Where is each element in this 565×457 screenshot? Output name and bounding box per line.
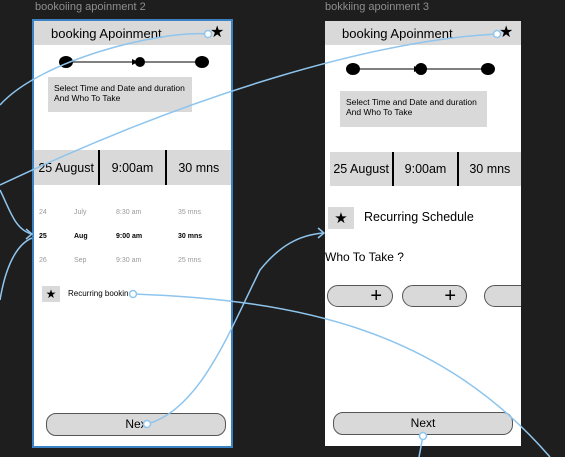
header-bar: booking Apoinment ★ [34,21,231,45]
progress-stepper [346,63,495,75]
picker-day: 25 [39,233,47,240]
star-icon[interactable]: ★ [210,24,225,41]
stepper-dot-3 [195,56,209,68]
description-box: Select Time and Date and duration And Wh… [340,91,487,127]
picker-row[interactable]: 24 July 8:30 am 35 mns [34,209,231,221]
picker-month: July [74,209,87,216]
who-to-take-label: Who To Take ? [325,250,404,264]
picker-row-selected[interactable]: 25 Aug 9:00 am 30 mns [34,233,231,245]
picker-month: Aug [74,233,88,240]
star-icon[interactable]: ★ [328,207,354,229]
picker-time: 9:00 am [116,233,143,240]
picker-day: 24 [39,209,47,216]
next-button[interactable]: Nex [46,413,226,436]
frame-booking-3[interactable]: booking Apoinment ★ Select Time and Date… [325,21,521,446]
selected-time[interactable]: 9:00am [100,150,167,185]
prototype-link [0,237,33,301]
add-person-button[interactable]: + [402,285,467,307]
selected-date[interactable]: 25 August [34,150,101,185]
star-icon[interactable]: ★ [42,286,60,302]
selected-time[interactable]: 9:00am [394,152,459,186]
picker-duration: 30 mns [178,233,203,240]
header-bar: booking Apoinment ★ [325,21,521,45]
page-title: booking Apoinment [51,26,162,41]
picker-month: Sep [74,257,87,264]
frame-booking-2[interactable]: booking Apoinment ★ Select Time and Date… [32,19,233,448]
stepper-dot-1 [59,56,73,68]
add-person-button[interactable]: + [327,285,393,307]
picker-row[interactable]: 26 Sep 9:30 am 25 mns [34,257,231,269]
page-title: booking Apoinment [342,26,453,41]
plus-icon: + [370,285,382,307]
date-time-picker[interactable]: 24 July 8:30 am 35 mns 25 Aug 9:00 am 30… [34,207,231,267]
stepper-dot-1 [346,63,360,75]
picker-day: 26 [39,257,47,264]
star-icon[interactable]: ★ [499,24,514,41]
link-arrowhead [25,228,34,240]
frame-label-booking-2[interactable]: bookoiing apoinment 2 [35,1,146,13]
description-box: Select Time and Date and duration And Wh… [48,77,192,112]
recurring-label[interactable]: Recurring bookin [68,289,129,298]
selection-bar: 25 August 9:00am 30 mns [34,150,231,185]
plus-icon: + [444,285,456,307]
picker-duration: 35 mns [178,209,201,216]
selection-bar: 25 August 9:00am 30 mns [330,152,521,186]
progress-stepper [59,56,209,68]
stepper-dot-3 [481,63,495,75]
stepper-dot-2 [415,63,427,75]
selected-date[interactable]: 25 August [330,152,395,186]
next-button[interactable]: Next [333,412,513,435]
selected-duration[interactable]: 30 mns [469,162,511,176]
selected-duration[interactable]: 30 mns [178,160,220,175]
stepper-dot-2 [135,57,145,67]
frame-label-booking-3[interactable]: bokkiing apoinment 3 [325,1,429,13]
picker-time: 9:30 am [116,257,142,264]
picker-time: 8:30 am [116,209,142,216]
picker-duration: 25 mns [178,257,201,264]
add-person-button[interactable] [484,285,521,307]
prototype-link [0,189,33,235]
link-arrowhead [317,227,326,239]
recurring-label[interactable]: Recurring Schedule [364,210,474,224]
